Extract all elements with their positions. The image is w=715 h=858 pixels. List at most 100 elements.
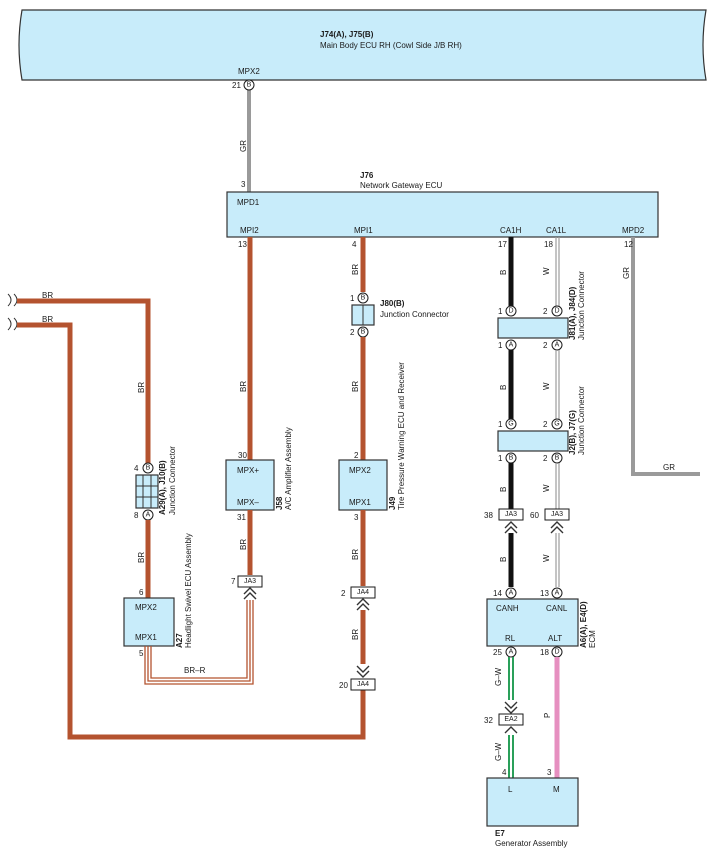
- j49-port-mpx2: MPX2: [349, 466, 371, 475]
- connector-arrow: [356, 665, 370, 678]
- pin-number: 1: [350, 294, 355, 303]
- pin-number: 18: [540, 648, 549, 657]
- pin-j2-g2: [551, 418, 563, 430]
- wire-label-br: BR: [137, 382, 146, 393]
- pin-number: 38: [484, 511, 493, 520]
- generator-port-l: L: [508, 785, 513, 794]
- pin-number: 2: [354, 451, 359, 460]
- pin-number: 4: [502, 768, 507, 777]
- connector-ea2: [498, 713, 524, 726]
- pin-label: A: [555, 590, 560, 597]
- pin-number: 3: [241, 180, 246, 189]
- pin-label: B: [361, 295, 366, 302]
- wire-label-gr: GR: [663, 463, 675, 472]
- generator-name: Generator Assembly: [495, 839, 567, 848]
- j80-id: J80(B): [380, 299, 405, 308]
- pin-label: D: [508, 308, 513, 315]
- pin-label: B: [555, 455, 560, 462]
- pin-number: 32: [484, 716, 493, 725]
- j49-name: Tire Pressure Warning ECU and Receiver: [397, 362, 406, 510]
- j58-id: J58: [275, 496, 284, 510]
- wire-label-gr: GR: [622, 267, 631, 279]
- pin-number: 7: [231, 577, 236, 586]
- pin-number: 5: [139, 649, 144, 658]
- wire-label-br: BR: [239, 381, 248, 392]
- wire-label-b: B: [499, 270, 508, 275]
- connector-arrow: [504, 701, 518, 714]
- wire-label-br: BR: [239, 539, 248, 550]
- ecm-port-rl: RL: [505, 634, 516, 643]
- pin-label: B: [361, 329, 366, 336]
- pin-number: 18: [544, 240, 553, 249]
- pin-ecm-rl: [505, 646, 517, 658]
- a29-id: A29(A), J10(B): [158, 460, 167, 515]
- connector-label: EA2: [504, 716, 517, 723]
- pin-number: 1: [498, 454, 503, 463]
- pin-label: A: [555, 342, 560, 349]
- pin-number: 2: [543, 454, 548, 463]
- connector-ja3-w: [544, 508, 570, 521]
- pin-number: 14: [493, 589, 502, 598]
- gateway-port-ca1l: CA1L: [546, 226, 567, 235]
- pin-number: 4: [134, 464, 139, 473]
- wire-label-w: W: [542, 267, 551, 275]
- pin-number: 20: [339, 681, 348, 690]
- j2-id: J2(B), J7(G): [568, 410, 577, 455]
- pin-number: 3: [547, 768, 552, 777]
- pin-number: 17: [498, 240, 507, 249]
- wire-label-br: BR: [351, 381, 360, 392]
- pin-label: A: [146, 512, 151, 519]
- pin-number: 25: [493, 648, 502, 657]
- wire-label-br: BR: [351, 264, 360, 275]
- pin-number: 21: [232, 81, 241, 90]
- generator-port-m: M: [553, 785, 560, 794]
- connector-label: JA3: [505, 511, 517, 518]
- wire-label-w: W: [542, 554, 551, 562]
- wire-br-r: [144, 600, 254, 685]
- connector-ja3: [237, 575, 263, 588]
- gateway-port-mpi2: MPI2: [240, 226, 259, 235]
- gateway-ecu-box: [226, 191, 659, 238]
- connector-label: JA4: [357, 589, 369, 596]
- a27-port-mpx1: MPX1: [135, 633, 157, 642]
- break-mark: [7, 293, 18, 307]
- connector-arrow: [504, 726, 518, 734]
- wire-br-bottom-loop: [17, 322, 366, 740]
- connector-label: JA3: [244, 578, 256, 585]
- wire-label-b: B: [499, 557, 508, 562]
- pin-number: 12: [624, 240, 633, 249]
- pin-number: 2: [543, 341, 548, 350]
- main-body-ecu-id: J74(A), J75(B): [320, 30, 374, 39]
- pin-label: B: [146, 465, 151, 472]
- wire-label-br: BR: [137, 552, 146, 563]
- j58-port-mpx-plus: MPX+: [237, 466, 259, 475]
- pin-j80-b: [357, 292, 369, 304]
- pin-number: 13: [238, 240, 247, 249]
- pin-j2-b2: [551, 452, 563, 464]
- pin-number: 1: [498, 307, 503, 316]
- ecm-name: ECM: [588, 630, 597, 648]
- ecm-port-canl: CANL: [546, 604, 568, 613]
- connector-ja3-b: [498, 508, 524, 521]
- a27-id: A27: [175, 633, 184, 648]
- j81-name: Junction Connector: [577, 271, 586, 340]
- a29-name: Junction Connector: [168, 446, 177, 515]
- ecm-port-canh: CANH: [496, 604, 519, 613]
- pin-number: 13: [540, 589, 549, 598]
- connector-ja4: [350, 586, 376, 599]
- connector-ja4-2: [350, 678, 376, 691]
- a27-box: [123, 597, 175, 647]
- wire-label-w: W: [542, 484, 551, 492]
- connector-arrow: [356, 598, 370, 611]
- a27-name: Headlight Swivel ECU Assembly: [184, 533, 193, 648]
- pin-j81-d2: [551, 305, 563, 317]
- pin-number: 6: [139, 588, 144, 597]
- j49-box: [338, 459, 388, 511]
- a27-port-mpx2: MPX2: [135, 603, 157, 612]
- connector-arrow: [550, 521, 564, 534]
- main-body-ecu-name: Main Body ECU RH (Cowl Side J/B RH): [320, 41, 462, 50]
- j81-id: J81(A), J84(D): [568, 286, 577, 340]
- j58-port-mpx-minus: MPX–: [237, 498, 259, 507]
- wire-label-g-w: G–W: [494, 667, 503, 686]
- a29-junction-box: [135, 474, 159, 509]
